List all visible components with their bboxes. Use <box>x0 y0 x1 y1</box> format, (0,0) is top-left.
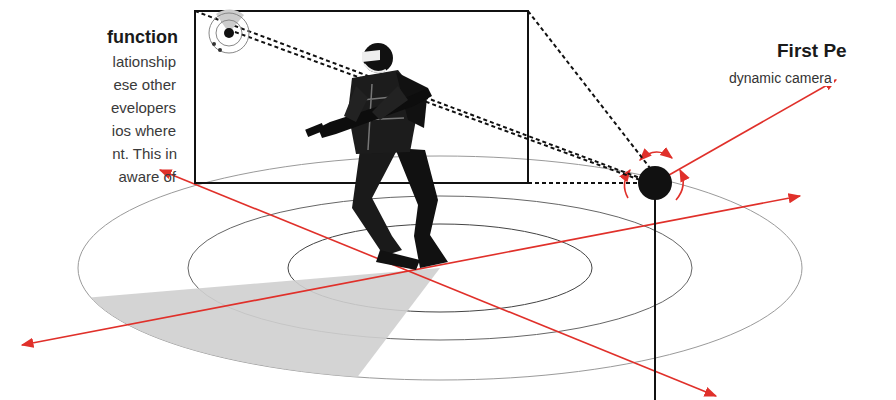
heading-text: First Pe <box>777 40 847 62</box>
annotation-label: dynamic camera <box>727 70 834 86</box>
body-text: ios where <box>112 122 176 139</box>
soldier-figure <box>305 43 448 270</box>
body-text: ese other <box>113 76 176 93</box>
body-text: evelopers <box>111 99 176 116</box>
vision-cone <box>40 268 440 400</box>
body-text: aware of <box>118 168 176 185</box>
camera-post <box>654 183 656 400</box>
radar-icon <box>209 9 249 53</box>
camera-dot <box>638 166 672 200</box>
body-text: lationship <box>113 53 176 70</box>
heading-text: function <box>107 27 178 48</box>
body-text: nt. This in <box>112 145 177 162</box>
axis-arrows <box>22 80 836 396</box>
